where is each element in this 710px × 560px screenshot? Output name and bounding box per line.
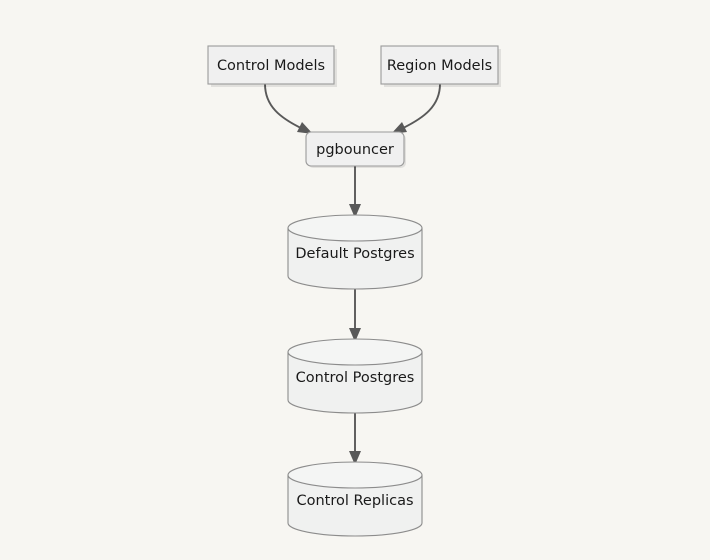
node-pgbouncer-label: pgbouncer (316, 142, 394, 158)
edge-control-postgres-control-replicas (349, 413, 361, 465)
node-control-replicas-body[interactable] (287, 474, 423, 537)
node-control-postgres-body[interactable] (287, 351, 423, 414)
node-control-replicas[interactable]: Control Replicas (287, 461, 423, 537)
edge-layer (264, 83, 441, 465)
edge-control-models-pgbouncer-arrowhead (297, 122, 313, 134)
node-region-models-label: Region Models (387, 58, 492, 74)
edge-default-postgres-control-postgres (349, 289, 361, 342)
node-region-models-shape[interactable] (380, 45, 499, 85)
node-pgbouncer-shape[interactable] (305, 131, 405, 167)
node-control-postgres-top (287, 338, 423, 366)
node-default-postgres[interactable]: Default Postgres (287, 214, 423, 290)
node-default-postgres-label: Default Postgres (295, 246, 414, 262)
edge-pgbouncer-default-postgres-arrowhead (349, 204, 361, 218)
edge-control-models-pgbouncer-line (264, 83, 304, 130)
node-control-models-label: Control Models (217, 58, 325, 74)
edge-default-postgres-control-postgres-arrowhead (349, 328, 361, 342)
edge-control-postgres-control-replicas-arrowhead (349, 451, 361, 465)
edge-pgbouncer-default-postgres (349, 166, 361, 218)
node-control-replicas-top (287, 461, 423, 489)
node-pgbouncer[interactable]: pgbouncer (305, 131, 406, 168)
node-control-models-shape[interactable] (207, 45, 335, 85)
edge-region-models-pgbouncer-line (400, 83, 441, 130)
edge-control-models-pgbouncer (264, 83, 313, 134)
node-layer: Control Models Region Models pgbouncer D… (207, 45, 501, 537)
node-region-models[interactable]: Region Models (380, 45, 501, 87)
edge-region-models-pgbouncer (391, 83, 441, 134)
node-control-replicas-label: Control Replicas (296, 493, 413, 509)
node-default-postgres-top (287, 214, 423, 242)
node-control-models[interactable]: Control Models (207, 45, 337, 87)
node-control-postgres-label: Control Postgres (296, 370, 415, 386)
node-control-postgres[interactable]: Control Postgres (287, 338, 423, 414)
node-default-postgres-body[interactable] (287, 227, 423, 290)
edge-region-models-pgbouncer-arrowhead (391, 122, 407, 134)
